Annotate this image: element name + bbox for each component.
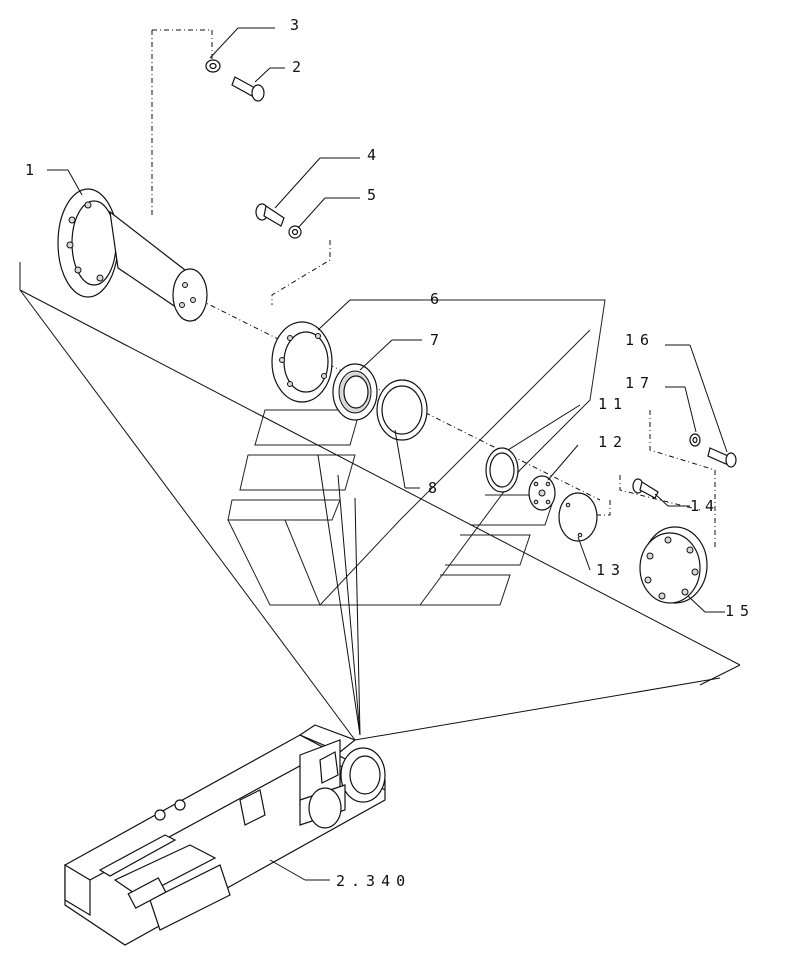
axle-frame-assembly (64, 724, 386, 946)
callout-15: 15 (725, 602, 755, 620)
part-16-bolt (707, 447, 737, 468)
brand-watermark (227, 299, 606, 606)
part-6-flange-ring (271, 321, 333, 403)
callout-labels: 1 2 3 4 5 6 7 8 11 12 13 14 15 16 17 2.3… (25, 16, 755, 890)
callout-leaders (47, 27, 728, 881)
part-15-hub-cap (639, 526, 708, 604)
part-12-plate (528, 475, 556, 511)
callout-5: 5 (367, 186, 382, 204)
callout-4: 4 (367, 146, 382, 164)
part-13-cover (558, 492, 598, 542)
part-7-seal (332, 363, 378, 421)
part-14-bolt (632, 478, 659, 499)
part-11-ring (485, 447, 519, 493)
callout-1: 1 (25, 161, 40, 179)
callout-3: 3 (290, 16, 305, 34)
callout-16: 16 (625, 331, 655, 349)
callout-11: 11 (598, 395, 628, 413)
callout-2: 2 (292, 58, 307, 76)
callout-7: 7 (430, 331, 445, 349)
callout-12: 12 (598, 433, 628, 451)
callout-17: 17 (625, 374, 655, 392)
frame-lines (19, 262, 741, 741)
part-5-washer (288, 225, 302, 239)
part-1-spindle (57, 188, 208, 322)
callout-13: 13 (596, 561, 626, 579)
part-2-bolt (231, 76, 265, 102)
callout-6: 6 (430, 290, 445, 308)
callout-ref-2-340: 2.340 (336, 872, 411, 890)
part-3-washer (205, 59, 221, 73)
callout-8: 8 (428, 479, 443, 497)
part-4-bolt (255, 203, 285, 227)
part-8-ring (376, 379, 428, 441)
reference-leaders (317, 454, 361, 736)
centerlines (151, 29, 716, 548)
part-17-washer (689, 433, 701, 447)
callout-14: 14 (690, 497, 720, 515)
